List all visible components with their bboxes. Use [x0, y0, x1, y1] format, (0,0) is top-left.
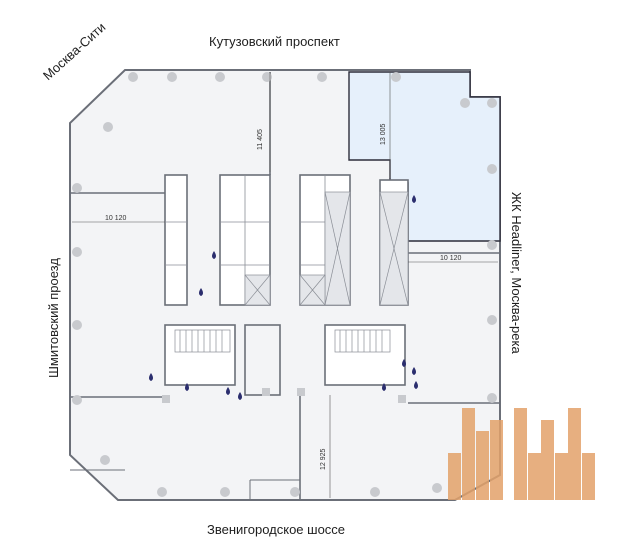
dimension-south: 12 925 — [320, 448, 327, 470]
dimension-north-right: 13 005 — [380, 123, 387, 145]
dimension-east: 10 120 — [440, 255, 462, 262]
water-drop-icon — [402, 359, 406, 367]
dimension-lines — [72, 72, 498, 498]
water-drop-icon — [382, 383, 386, 391]
street-south-label: Звенигородское шоссе — [207, 522, 346, 537]
street-north-label: Кутузовский проспект — [209, 34, 340, 49]
dimension-west: 10 120 — [105, 215, 127, 222]
water-drop-icon — [226, 387, 230, 395]
water-drop-icon — [199, 288, 203, 296]
elevator-shafts — [244, 191, 409, 306]
water-drop-icon — [412, 367, 416, 375]
dimension-north-left: 11 405 — [257, 129, 264, 150]
water-points — [149, 195, 418, 400]
columns — [72, 72, 497, 497]
water-drop-icon — [414, 381, 418, 389]
street-west-label: Шмитовский проезд — [46, 258, 61, 378]
staircases — [174, 329, 391, 353]
water-drop-icon — [212, 251, 216, 259]
water-drop-icon — [238, 392, 242, 400]
water-drop-icon — [412, 195, 416, 203]
developer-logo-icon — [448, 408, 595, 500]
street-east-label: ЖК Headliner, Москва-река — [509, 192, 524, 354]
water-drop-icon — [185, 383, 189, 391]
water-drop-icon — [149, 373, 153, 381]
